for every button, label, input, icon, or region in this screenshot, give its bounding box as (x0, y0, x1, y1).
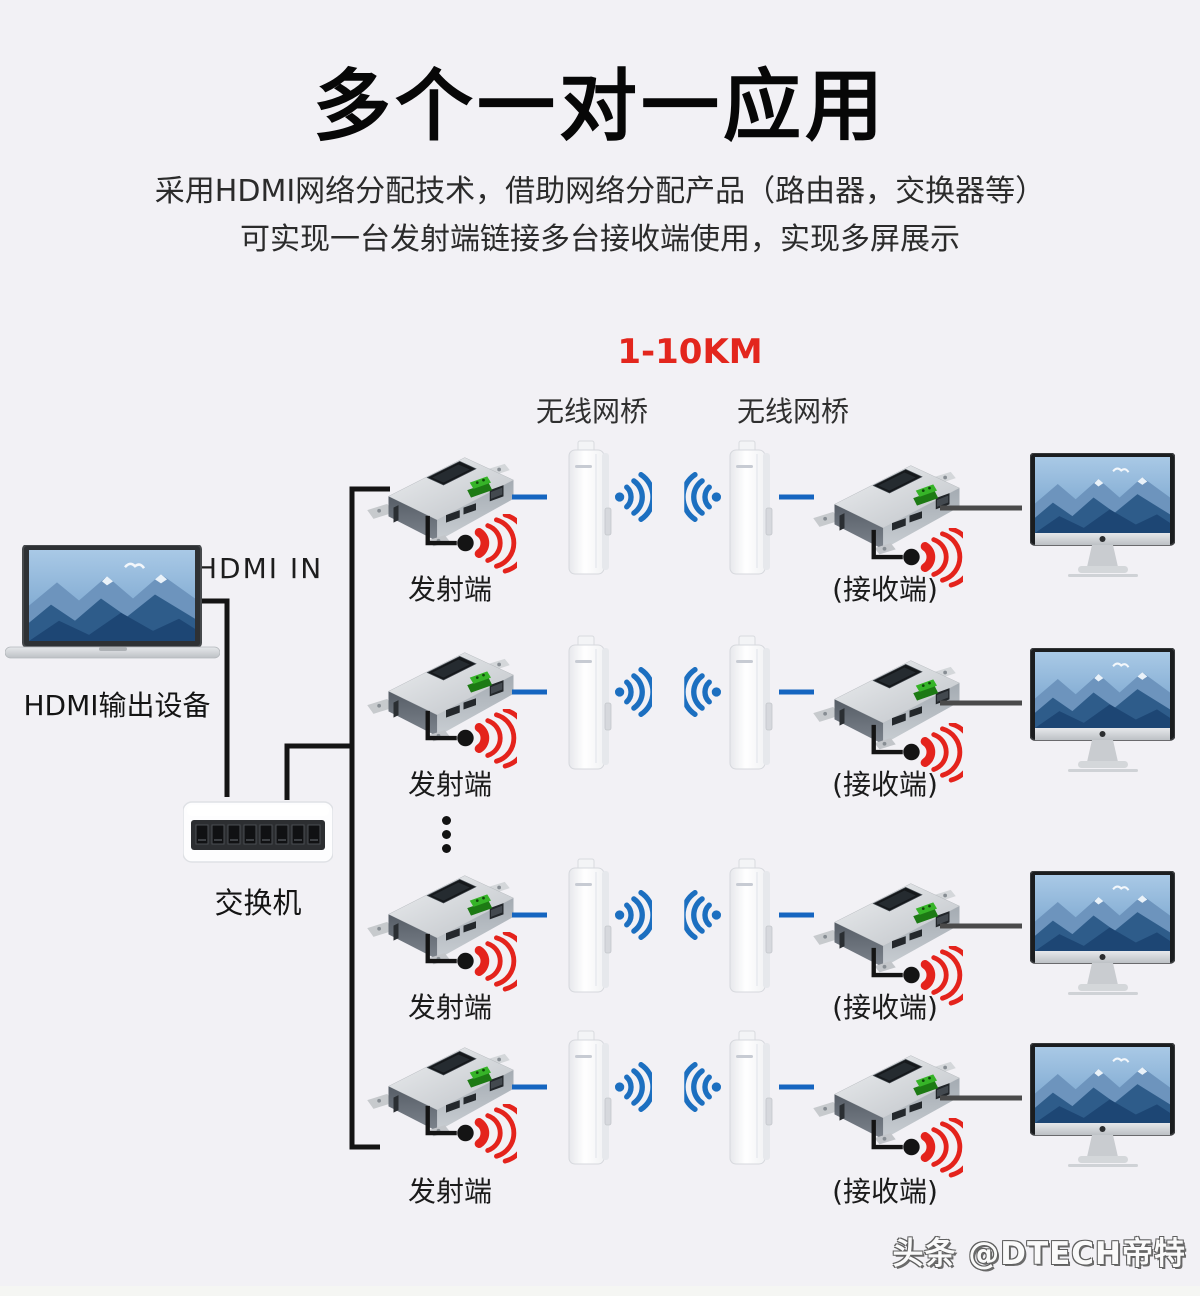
transmitter-device (366, 875, 514, 965)
wireless-bridge-device-right (729, 858, 773, 993)
transmitter-label: 发射端 (407, 1175, 492, 1208)
wireless-bridge-label-right: 无线网桥 (736, 395, 849, 428)
wifi-signal-icon-left (683, 475, 721, 520)
display-monitor (1030, 453, 1175, 577)
wireless-bridge-device-left (568, 440, 612, 575)
receiver-device (812, 883, 960, 973)
receiver-label: (接收端) (832, 768, 938, 801)
ellipsis-dot (441, 844, 451, 853)
ellipsis-dot (441, 830, 451, 839)
wireless-bridge-device-left (568, 635, 612, 770)
ir-emitter-icon (428, 1105, 527, 1161)
receiver-label: (接收端) (832, 573, 938, 606)
ellipsis-dots (436, 816, 456, 853)
receiver-label: (接收端) (832, 991, 938, 1024)
link-row-1: 发射端 (接收端) (0, 440, 1200, 665)
wireless-bridge-device-left (568, 1030, 612, 1165)
page-title: 多个一对一应用 (312, 62, 887, 152)
transmitter-device (366, 457, 514, 547)
link-row-2: 发射端 (接收端) (0, 635, 1200, 860)
transmitter-device (366, 652, 514, 742)
subtitle-line-2: 可实现一台发射端链接多台接收端使用，实现多屏展示 (240, 222, 960, 257)
transmitter-label: 发射端 (407, 768, 492, 801)
ellipsis-dot (441, 816, 451, 825)
receiver-device (812, 1055, 960, 1145)
wireless-bridge-label-left: 无线网桥 (535, 395, 648, 428)
hdmi-source-label: HDMI输出设备 (23, 689, 211, 722)
display-monitor (1030, 648, 1175, 772)
bottom-strip (0, 1286, 1200, 1296)
transmitter-label: 发射端 (407, 991, 492, 1024)
ir-emitter-icon (874, 1119, 973, 1175)
display-monitor (1030, 1043, 1175, 1167)
distance-label: 1-10KM (617, 332, 763, 372)
wireless-bridge-device-right (729, 440, 773, 575)
transmitter-label: 发射端 (407, 573, 492, 606)
wireless-bridge-device-right (729, 635, 773, 770)
subtitle-line-1: 采用HDMI网络分配技术，借助网络分配产品（路由器，交换器等） (154, 174, 1046, 209)
watermark: 头条 @DTECH帝特 (892, 1236, 1186, 1272)
wifi-signal-icon-left (683, 1065, 721, 1110)
switch-label: 交换机 (214, 886, 302, 920)
transmitter-device (366, 1047, 514, 1137)
ir-emitter-icon (428, 515, 527, 571)
ir-emitter-icon (428, 933, 527, 989)
wifi-signal-icon-left (683, 893, 721, 938)
wifi-signal-icon-right (615, 1065, 653, 1110)
hdmi-in-label: HDMI IN (196, 552, 324, 585)
wifi-signal-icon-left (683, 670, 721, 715)
display-monitor (1030, 871, 1175, 995)
wifi-signal-icon-right (615, 475, 653, 520)
ir-emitter-icon (428, 710, 527, 766)
receiver-label: (接收端) (832, 1175, 938, 1208)
receiver-device (812, 465, 960, 555)
wifi-signal-icon-right (615, 893, 653, 938)
wireless-bridge-device-left (568, 858, 612, 993)
wifi-signal-icon-right (615, 670, 653, 715)
receiver-device (812, 660, 960, 750)
wireless-bridge-device-right (729, 1030, 773, 1165)
link-row-4: 发射端 (接收端) (0, 1030, 1200, 1255)
